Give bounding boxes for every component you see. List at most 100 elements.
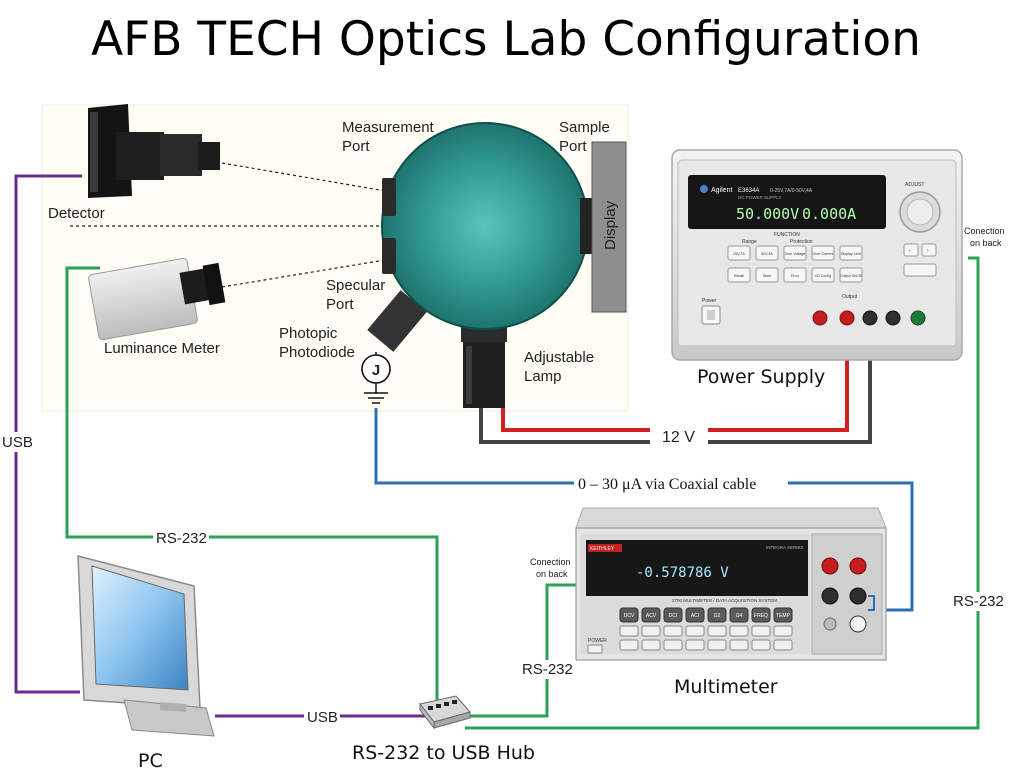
multimeter-aux-key[interactable] — [641, 625, 661, 637]
ps-button-5[interactable] — [727, 267, 751, 283]
ps-button-label-0: 25V,7A — [733, 252, 745, 256]
multimeter-unit[interactable]: KEITHLEY INTEGRA SERIES -0.578786 V 2700… — [575, 507, 887, 661]
photopic-photodiode-label-line2: Photodiode — [279, 344, 355, 361]
power-supply-current-readout: 0.000A — [802, 205, 856, 223]
ps-button-4[interactable] — [839, 245, 863, 261]
ps-button-label-4: Display Limit — [841, 252, 861, 256]
multimeter-key-5[interactable] — [729, 607, 749, 623]
multimeter-aux-key[interactable] — [641, 639, 661, 651]
multimeter-key-label-7: TEMP — [776, 613, 791, 619]
ps-button-label-2: Over Voltage — [785, 252, 806, 256]
rs232-left-label: RS-232 — [156, 530, 207, 547]
multimeter-aux-key[interactable] — [663, 639, 683, 651]
terminal-ground[interactable] — [910, 310, 926, 326]
ps-button-label-6: Store — [763, 274, 772, 278]
power-supply-brand: Agilent — [711, 187, 732, 194]
multimeter-aux-key[interactable] — [619, 639, 639, 651]
voltage-current-button[interactable] — [903, 263, 937, 277]
ps-button-label-3: Over Current — [813, 252, 834, 256]
rs232-middle-label: RS-232 — [522, 661, 573, 678]
multimeter-key-7[interactable] — [773, 607, 793, 623]
photodiode-symbol: J — [361, 352, 391, 404]
integrating-sphere — [367, 122, 596, 408]
multimeter-aux-key[interactable] — [707, 639, 727, 651]
multimeter-key-6[interactable] — [751, 607, 771, 623]
multimeter-aux-key[interactable] — [773, 639, 793, 651]
coaxial-cable — [374, 408, 914, 612]
multimeter-terminal-hi-1[interactable] — [821, 557, 839, 575]
rs232-usb-hub[interactable] — [419, 695, 471, 730]
measurement-port-label-line1: Measurement — [342, 119, 435, 136]
hub-port[interactable] — [444, 702, 449, 706]
multimeter-aux-key[interactable] — [773, 625, 793, 637]
hub-port[interactable] — [436, 704, 441, 708]
sample-port-label-line1: Sample — [559, 119, 610, 136]
detector-camera[interactable] — [88, 104, 220, 198]
photopic-photodiode-label-line1: Photopic — [279, 325, 338, 342]
multimeter-label: Multimeter — [674, 676, 778, 698]
pc-monitor[interactable] — [77, 555, 215, 737]
multimeter-aux-key[interactable] — [685, 639, 705, 651]
multimeter-aux-key[interactable] — [707, 625, 727, 637]
connection-back-label-1-line1: Conection — [964, 226, 1005, 236]
multimeter-aux-key[interactable] — [729, 639, 749, 651]
ps-button-9[interactable] — [839, 267, 863, 283]
multimeter-display — [586, 540, 808, 596]
multimeter-key-2[interactable] — [663, 607, 683, 623]
multimeter-aux-key[interactable] — [663, 625, 683, 637]
power-supply-display — [688, 175, 886, 229]
multimeter-key-0[interactable] — [619, 607, 639, 623]
luminance-meter[interactable] — [88, 257, 226, 341]
ps-button-3[interactable] — [811, 245, 835, 261]
multimeter-key-3[interactable] — [685, 607, 705, 623]
hub-label: RS-232 to USB Hub — [352, 742, 535, 764]
usb-bottom-label: USB — [307, 709, 338, 726]
multimeter-key-1[interactable] — [641, 607, 661, 623]
multimeter-aux-key[interactable] — [751, 625, 771, 637]
multimeter-aux-key[interactable] — [751, 639, 771, 651]
power-supply-voltage-readout: 50.000V — [736, 205, 799, 223]
ps-button-0[interactable] — [727, 245, 751, 261]
protection-label: Protection — [790, 239, 813, 245]
multimeter-terminal-lo-2[interactable] — [849, 587, 867, 605]
ps-button-2[interactable] — [783, 245, 807, 261]
terminal-minus-right[interactable] — [885, 310, 901, 326]
ps-button-6[interactable] — [755, 267, 779, 283]
specular-port-label-line2: Port — [326, 296, 354, 313]
ps-button-label-9: Output On/Off — [840, 274, 862, 278]
multimeter-terminal-hi-2[interactable] — [849, 557, 867, 575]
range-label: Range — [742, 239, 757, 245]
terminal-plus-left[interactable] — [812, 310, 828, 326]
multimeter-terminal-lo-1[interactable] — [821, 587, 839, 605]
diagram-title: AFB TECH Optics Lab Configuration — [91, 12, 921, 67]
multimeter-terminal-amps[interactable] — [849, 615, 867, 633]
multimeter-aux-key[interactable] — [729, 625, 749, 637]
sample-port-label-line2: Port — [559, 138, 587, 155]
coaxial-label: 0 – 30 μA via Coaxial cable — [578, 476, 756, 493]
ps-button-label-7: Error — [791, 274, 800, 278]
agilent-logo-icon — [700, 185, 708, 193]
power-supply-unit[interactable]: Agilent E3634A 0-25V,7A/0-50V,4A DC POWE… — [671, 149, 963, 361]
terminal-minus[interactable] — [862, 310, 878, 326]
terminal-plus[interactable] — [839, 310, 855, 326]
connection-back-label-2-line2: on back — [536, 569, 568, 579]
multimeter-aux-key[interactable] — [619, 625, 639, 637]
ps-button-7[interactable] — [783, 267, 807, 283]
ps-button-8[interactable] — [811, 267, 835, 283]
multimeter-power-button[interactable] — [587, 644, 603, 654]
adjustable-lamp-label-line1: Adjustable — [524, 349, 594, 366]
multimeter-key-label-0: DCV — [624, 613, 635, 619]
voltage-label: 12 V — [662, 429, 695, 446]
hub-port[interactable] — [428, 706, 433, 710]
hub-port[interactable] — [452, 700, 457, 704]
multimeter-readout: -0.578786 V — [636, 565, 729, 581]
multimeter-key-4[interactable] — [707, 607, 727, 623]
adjust-label: ADJUST — [905, 182, 924, 188]
display-panel[interactable]: Display — [591, 141, 627, 313]
pc-label: PC — [138, 750, 163, 772]
ps-button-1[interactable] — [755, 245, 779, 261]
adjust-left-button[interactable] — [903, 243, 919, 257]
multimeter-aux-key[interactable] — [685, 625, 705, 637]
adjust-right-button[interactable] — [921, 243, 937, 257]
